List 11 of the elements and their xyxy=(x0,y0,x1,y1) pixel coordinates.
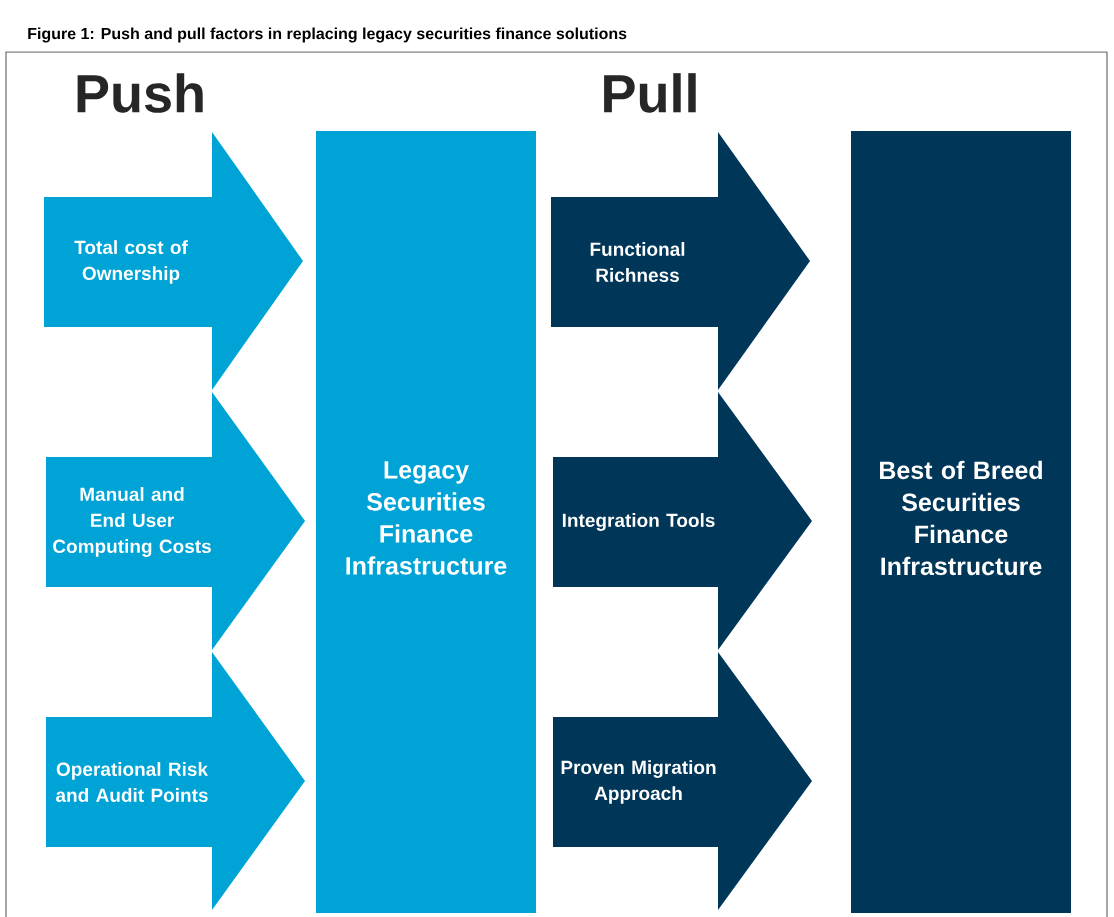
arrow-box: Proven Migration Approach xyxy=(553,652,812,910)
column-box: Best of Breed Securities Finance Infrastructure xyxy=(851,131,1071,913)
arrow-box: Operational Risk and Audit Points xyxy=(46,652,305,910)
heading: Push xyxy=(77,73,203,113)
figure-title: Figure 1: Push and pull factors in replacing legacy securities finance solutions xyxy=(28,27,627,43)
arrow-box: Functional Richness xyxy=(551,132,810,390)
heading: Pull xyxy=(604,73,696,113)
arrow-box: Total cost of Ownership xyxy=(44,132,303,390)
arrow-box: Manual and End User Computing Costs xyxy=(46,392,305,650)
column-box: Legacy Securities Finance Infrastructure xyxy=(316,131,536,913)
arrow-box: Integration Tools xyxy=(553,392,812,650)
